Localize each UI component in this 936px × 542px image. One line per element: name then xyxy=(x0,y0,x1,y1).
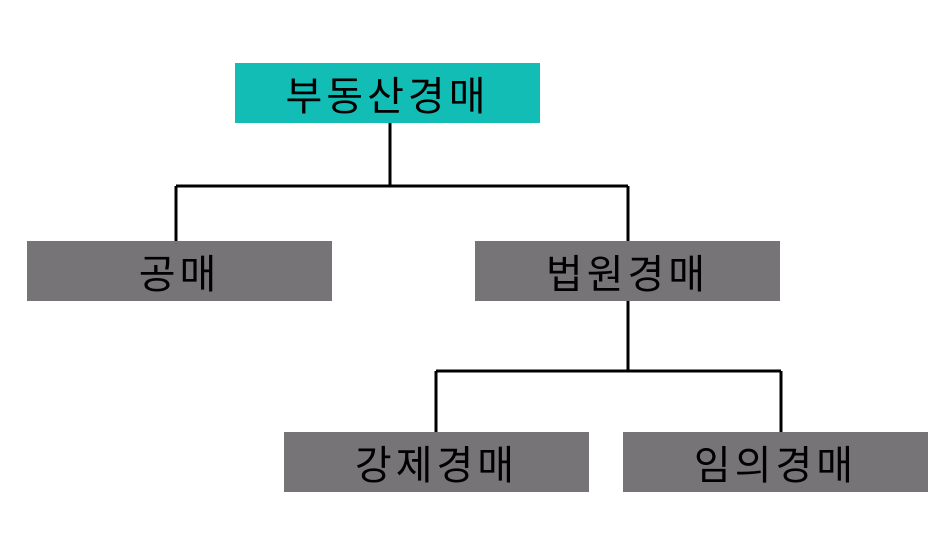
node-court-auction: 법원경매 xyxy=(475,241,780,301)
node-public-auction: 공매 xyxy=(27,241,332,301)
node-real-estate-auction: 부동산경매 xyxy=(235,63,540,123)
node-voluntary-auction: 임의경매 xyxy=(623,432,928,492)
node-compulsory-auction: 강제경매 xyxy=(284,432,589,492)
